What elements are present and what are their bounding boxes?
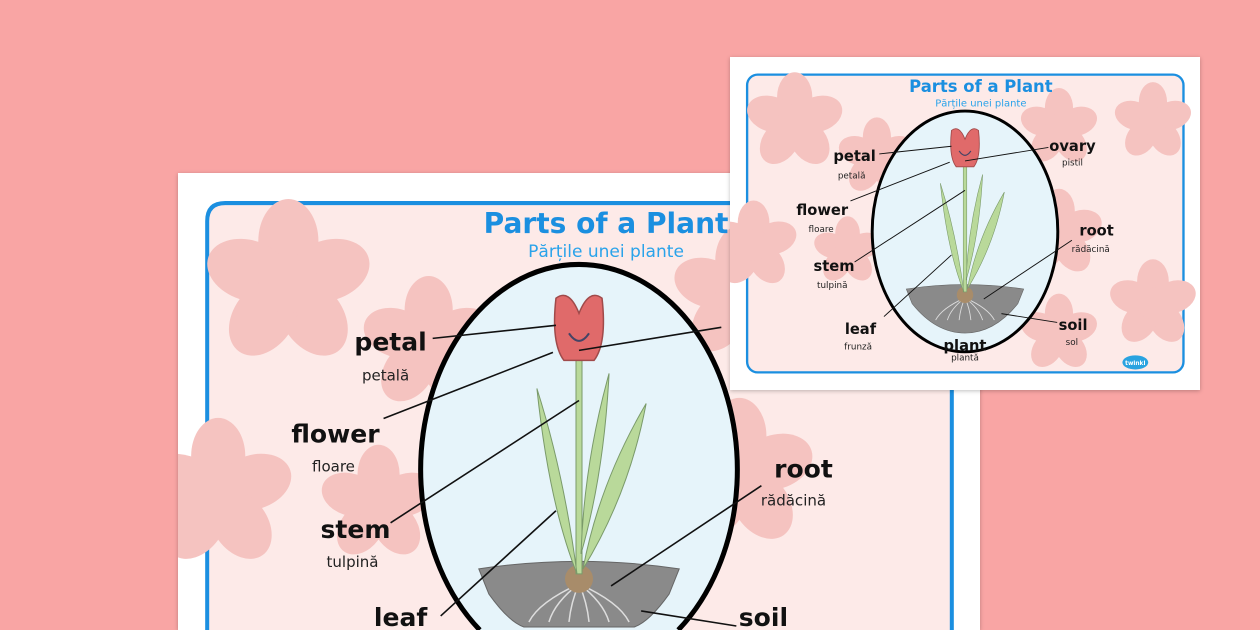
label-root: root	[1079, 223, 1113, 240]
label-soil: soil	[1059, 317, 1088, 334]
leaf-illustration	[940, 183, 965, 293]
logo-text: twinkl	[1125, 361, 1145, 367]
label-flower-translation: floare	[809, 225, 834, 235]
soil-illustration	[478, 560, 680, 628]
leaf-illustration	[967, 191, 1005, 290]
flower-blob-decoration	[178, 417, 292, 559]
leader-line	[390, 399, 580, 524]
flower-blob-decoration	[207, 199, 370, 356]
leader-line	[1001, 313, 1058, 323]
label-ovary: ovary	[1049, 138, 1096, 155]
poster-subtitle: Părțile unei plante	[935, 98, 1026, 109]
leader-line	[432, 324, 557, 340]
label-plant: plant	[944, 338, 987, 355]
label-soil: soil	[739, 603, 788, 630]
label-leaf-translation: frunză	[844, 342, 872, 352]
leader-line	[879, 145, 952, 155]
flower-blob-decoration	[730, 200, 797, 284]
poster-subtitle: Părțile unei plante	[528, 242, 684, 262]
leader-line	[383, 351, 554, 420]
label-petal-translation: petală	[838, 172, 866, 182]
label-stem-translation: tulpină	[817, 281, 847, 291]
label-leaf: leaf	[374, 603, 428, 630]
label-petal-translation: petală	[362, 366, 409, 384]
leader-line	[578, 326, 722, 352]
leaf-illustration	[580, 373, 610, 554]
label-flower: flower	[796, 202, 848, 219]
label-stem-translation: tulpină	[327, 553, 379, 571]
tulip-illustration	[905, 128, 1025, 334]
label-petal: petal	[354, 327, 426, 356]
label-petal: petal	[833, 148, 875, 165]
leader-line	[964, 146, 1049, 162]
flower-blob-decoration	[1114, 82, 1191, 156]
label-stem: stem	[814, 258, 855, 275]
leader-line	[440, 510, 557, 617]
label-plant-translation: plantă	[951, 354, 979, 364]
leader-line	[610, 485, 762, 587]
label-flower: flower	[291, 420, 380, 449]
flower-blob-decoration	[1020, 293, 1098, 367]
tulip-illustration	[478, 294, 680, 628]
leaf-illustration	[582, 403, 647, 570]
leader-line	[983, 239, 1073, 300]
label-root: root	[774, 455, 833, 484]
leader-line	[641, 610, 737, 627]
flower-blob-decoration	[1020, 88, 1098, 162]
leader-line	[850, 161, 950, 202]
flower-blob-decoration	[747, 72, 843, 165]
label-stem: stem	[321, 515, 391, 544]
flower-blob-decoration	[1110, 259, 1196, 342]
twinkl-logo: twinkl	[1122, 355, 1149, 370]
poster-title: Parts of a Plant	[484, 207, 729, 240]
leaf-illustration	[965, 174, 983, 281]
tulip-flower	[553, 294, 605, 362]
label-ovary-translation: pistil	[1062, 159, 1083, 169]
label-root-translation: rădăcină	[1072, 245, 1110, 255]
poster-title: Parts of a Plant	[909, 77, 1053, 96]
tulip-flower	[950, 128, 980, 168]
leader-line	[883, 254, 952, 317]
label-flower-translation: floare	[312, 458, 355, 476]
bulb	[956, 286, 974, 304]
label-leaf: leaf	[845, 321, 877, 338]
flower-blob-decoration	[814, 216, 881, 281]
leaf-illustration	[536, 388, 578, 575]
bulb	[564, 564, 594, 593]
label-root-translation: rădăcină	[761, 492, 826, 510]
leader-line	[854, 189, 966, 263]
label-soil-translation: sol	[1066, 338, 1078, 348]
